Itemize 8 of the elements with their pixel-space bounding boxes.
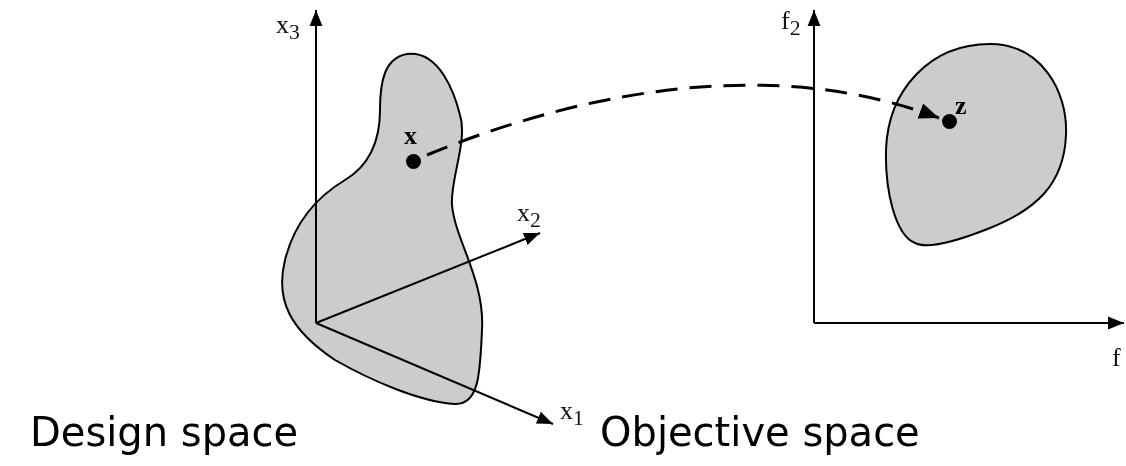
axis-label: f	[1112, 345, 1121, 371]
axis-label: f$_{2}$	[781, 8, 801, 40]
axis-label: x$_{1}$	[560, 398, 584, 430]
point-label: z	[955, 93, 967, 119]
axis-label: x$_{2}$	[517, 200, 541, 232]
mapping-arrow	[426, 83, 940, 157]
axis-label: x$_{3}$	[276, 12, 300, 44]
point-label: x	[404, 123, 417, 149]
